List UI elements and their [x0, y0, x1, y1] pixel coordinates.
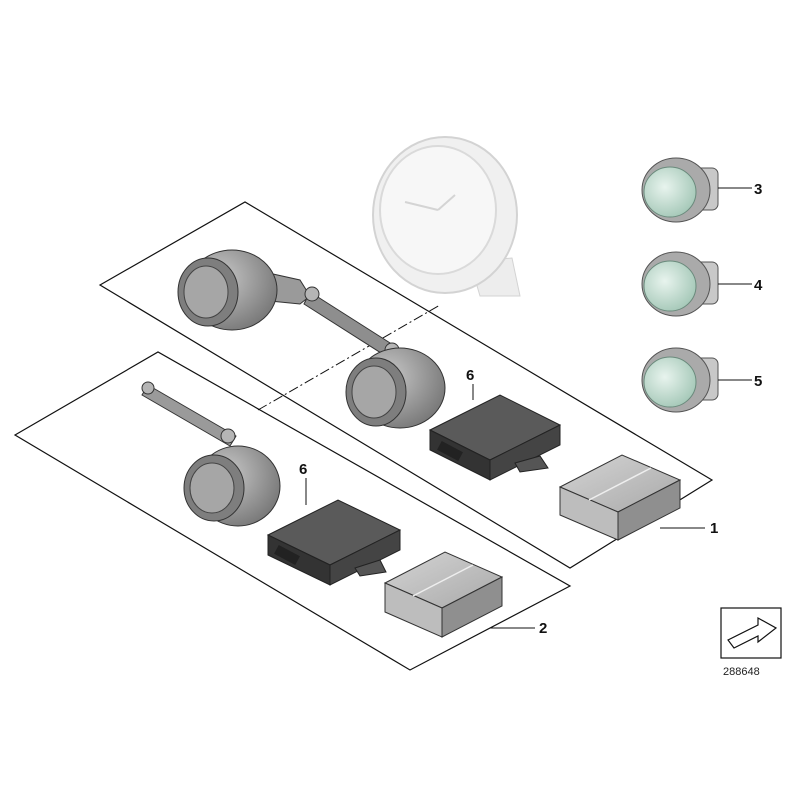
kit-2-frame: [13, 351, 572, 671]
callout-2: 2: [539, 620, 547, 637]
callout-3: 3: [754, 181, 762, 198]
callout-6-lower: 6: [299, 461, 307, 478]
ghost-clock: [372, 136, 521, 297]
callout-1: 1: [710, 520, 718, 537]
gauge-3: [641, 157, 752, 223]
packaging-box-lower: [383, 551, 504, 638]
kit-1-frame: [98, 201, 714, 569]
callout-4: 4: [754, 277, 763, 294]
diagram-number: 288648: [723, 666, 760, 678]
lower-lamp: [141, 381, 281, 527]
leader-lines: [305, 384, 705, 629]
upper-lamp-pair: [177, 249, 446, 429]
control-module-upper: [428, 394, 562, 481]
callout-5: 5: [754, 373, 762, 390]
control-module-lower: [266, 499, 402, 586]
packaging-box-upper: [558, 454, 682, 541]
isometric-arrow-icon: [727, 616, 778, 649]
gauge-5: [641, 347, 752, 413]
callout-6-upper: 6: [466, 367, 474, 384]
view-direction-box: [720, 607, 782, 659]
gauge-4: [641, 251, 752, 317]
alignment-lines: [257, 304, 441, 411]
